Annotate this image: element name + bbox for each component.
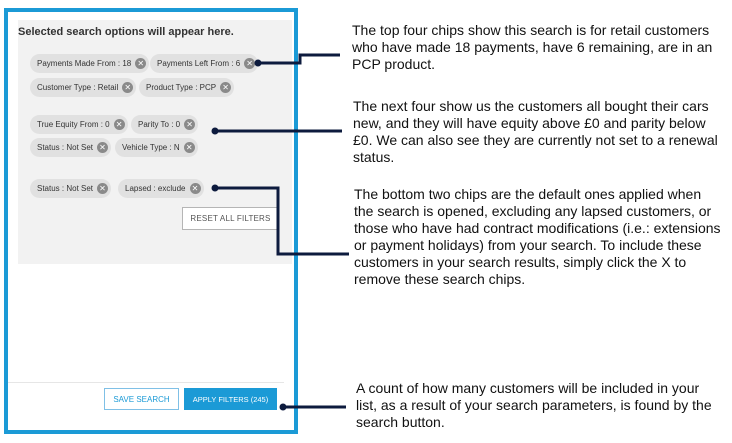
chip-lapsed: Lapsed : exclude ✕ — [118, 179, 204, 198]
annotation-bottom-chips: The bottom two chips are the default one… — [354, 186, 721, 287]
chip-vehicle-type: Vehicle Type : N ✕ — [115, 138, 198, 157]
chip-parity: Parity To : 0 ✕ — [131, 115, 199, 134]
apply-filters-button[interactable]: APPLY FILTERS (245) — [184, 388, 277, 410]
remove-chip-icon[interactable]: ✕ — [183, 142, 195, 153]
chip-label: Product Type : PCP — [146, 83, 217, 92]
chip-label: Customer Type : Retail — [37, 83, 119, 92]
footer-divider — [8, 382, 284, 383]
selected-options-title: Selected search options will appear here… — [18, 26, 234, 38]
chip-label: True Equity From : 0 — [37, 120, 110, 129]
annotation-middle-chips: The next four show us the customers all … — [353, 98, 718, 165]
remove-chip-icon[interactable]: ✕ — [122, 82, 134, 93]
annotation-top-chips: The top four chips show this search is f… — [352, 22, 713, 72]
chip-label: Status : Not Set — [37, 143, 94, 152]
chip-label: Lapsed : exclude — [125, 184, 186, 193]
chip-label: Payments Left From : 6 — [157, 59, 241, 68]
chip-label: Status : Not Set — [37, 184, 94, 193]
chip-true-equity: True Equity From : 0 ✕ — [30, 115, 128, 134]
remove-chip-icon[interactable]: ✕ — [97, 142, 109, 153]
remove-chip-icon[interactable]: ✕ — [220, 82, 232, 93]
save-search-button[interactable]: SAVE SEARCH — [104, 388, 179, 410]
chip-payments-made: Payments Made From : 18 ✕ — [30, 54, 150, 73]
chip-status: Status : Not Set ✕ — [30, 138, 112, 157]
annotation-apply-count: A count of how many customers will be in… — [356, 380, 712, 430]
chip-label: Parity To : 0 — [138, 120, 181, 129]
chip-product-type: Product Type : PCP ✕ — [139, 78, 235, 97]
remove-chip-icon[interactable]: ✕ — [184, 119, 196, 130]
remove-chip-icon[interactable]: ✕ — [244, 58, 256, 69]
remove-chip-icon[interactable]: ✕ — [135, 58, 147, 69]
chip-customer-type: Customer Type : Retail ✕ — [30, 78, 137, 97]
reset-all-filters-button[interactable]: RESET ALL FILTERS — [182, 207, 279, 230]
chip-label: Vehicle Type : N — [122, 143, 180, 152]
chip-payments-left: Payments Left From : 6 ✕ — [150, 54, 259, 73]
chip-status-default: Status : Not Set ✕ — [30, 179, 112, 198]
remove-chip-icon[interactable]: ✕ — [97, 183, 109, 194]
chip-label: Payments Made From : 18 — [37, 59, 132, 68]
remove-chip-icon[interactable]: ✕ — [189, 183, 201, 194]
remove-chip-icon[interactable]: ✕ — [113, 119, 125, 130]
